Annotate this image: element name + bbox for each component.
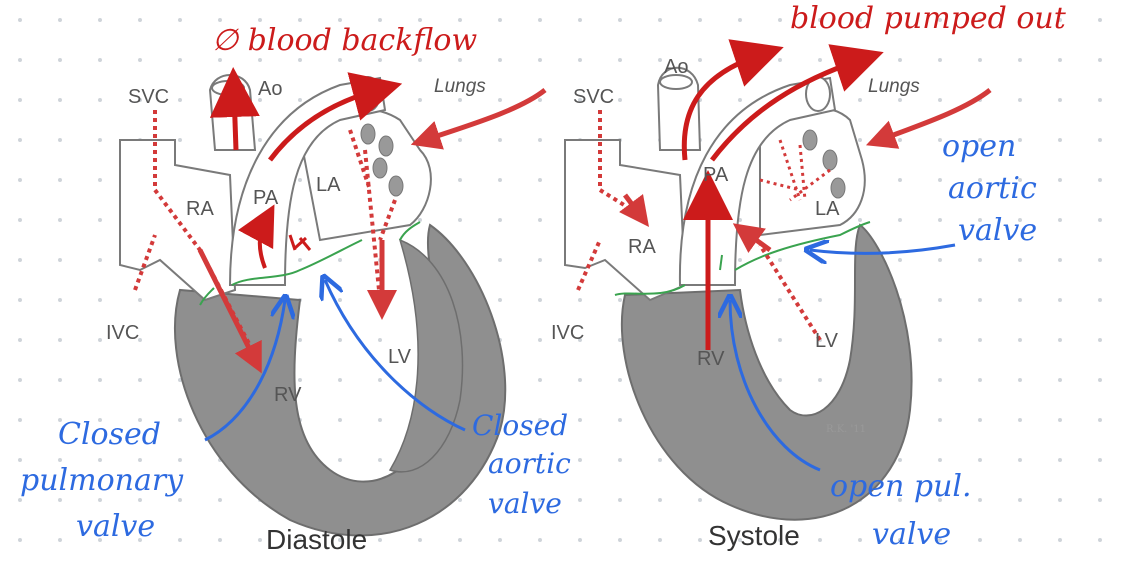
annotation-closed-aortic-line1: Closed <box>472 409 569 442</box>
annotation-closed-pulmonary-line2: pulmonary <box>20 463 184 498</box>
annotation-open-aortic-line1: open <box>942 129 1017 164</box>
label-ra-diastole: RA <box>186 198 214 220</box>
label-la-systole: LA <box>815 198 840 220</box>
label-ao-diastole: Ao <box>258 78 283 100</box>
label-lungs-systole: Lungs <box>868 76 920 97</box>
label-lv-diastole: LV <box>388 346 411 368</box>
diastole-heart <box>119 74 547 537</box>
label-ra-systole: RA <box>628 236 656 258</box>
label-ivc-diastole: IVC <box>106 322 140 344</box>
annotation-blood-pumped-out: blood pumped out <box>790 1 1066 36</box>
systole-red-annotations <box>681 39 884 350</box>
systole-blue-annotations <box>730 245 956 472</box>
label-pa-diastole: PA <box>253 187 279 209</box>
label-la-diastole: LA <box>316 174 341 196</box>
label-lv-systole: LV <box>815 330 838 352</box>
label-svc-systole: SVC <box>573 86 615 108</box>
annotation-open-pul-line1: open pul. <box>830 469 972 504</box>
ventricle-muscle-systole <box>620 223 913 521</box>
title-diastole: Diastole <box>266 524 368 555</box>
left-ventricle-wall-diastole <box>388 238 464 473</box>
title-systole: Systole <box>708 520 800 551</box>
right-atrium-systole <box>564 139 687 302</box>
diastole-red-annotations <box>209 67 403 269</box>
annotation-closed-pulmonary-line1: Closed <box>58 417 161 452</box>
label-lungs-diastole: Lungs <box>434 76 486 97</box>
valve-lines-diastole <box>199 221 421 306</box>
right-atrium-diastole <box>119 139 237 302</box>
annotation-closed-pulmonary-line3: valve <box>76 509 156 544</box>
label-pa-systole: PA <box>703 164 729 186</box>
valve-lines-systole <box>614 221 871 296</box>
diastole-blue-annotations <box>204 280 466 442</box>
label-svc-diastole: SVC <box>128 86 170 108</box>
annotation-open-aortic-line2: aortic <box>948 171 1037 206</box>
annotation-blood-backflow: ∅ blood backflow <box>212 23 478 58</box>
label-ao-systole: Ao <box>664 56 689 78</box>
label-ivc-systole: IVC <box>551 322 585 344</box>
annotation-closed-aortic-line2: aortic <box>488 447 571 480</box>
label-rv-systole: RV <box>697 348 725 370</box>
systole-heart <box>564 66 992 521</box>
label-rv-diastole: RV <box>274 384 302 406</box>
signature: R.K. '11 <box>826 424 867 435</box>
annotation-open-aortic-line3: valve <box>958 213 1038 248</box>
annotation-closed-aortic-line3: valve <box>488 487 562 520</box>
annotation-open-pul-line2: valve <box>872 517 952 552</box>
